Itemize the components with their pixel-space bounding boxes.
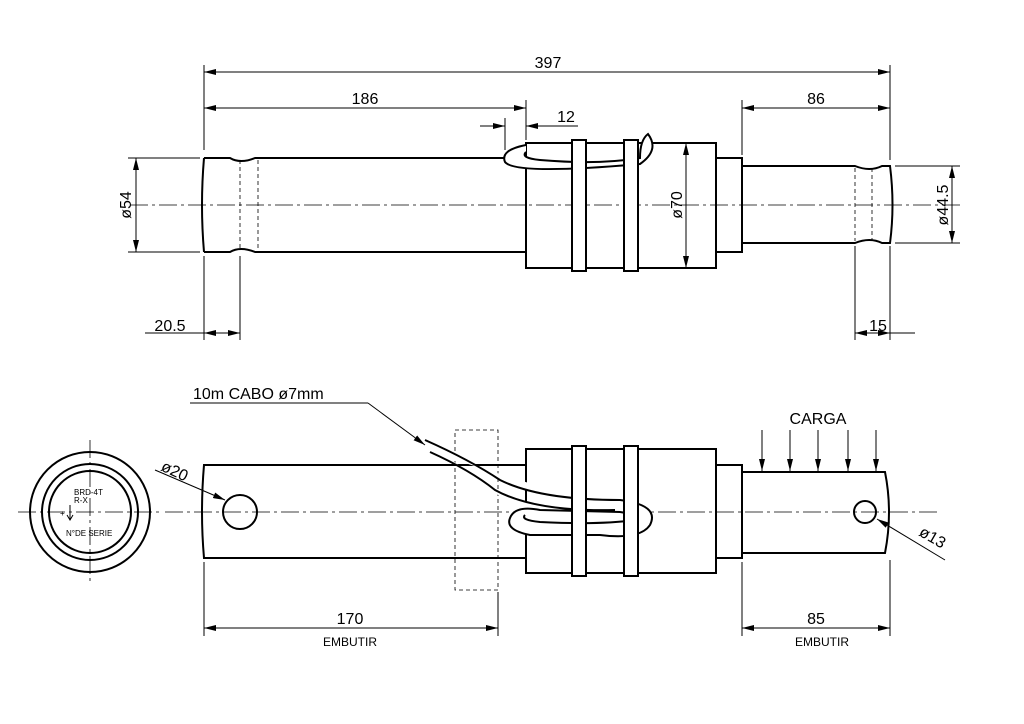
serial-label: N°DE SERIE <box>66 529 112 538</box>
dim-collar-diameter: ø70 <box>669 191 686 219</box>
right-shaft <box>742 165 894 244</box>
right-shaft <box>742 471 890 554</box>
dim-right-diameter: ø44.5 <box>935 184 952 225</box>
strap <box>571 139 587 272</box>
strap <box>623 139 639 272</box>
dim-right-groove: 15 <box>869 318 887 335</box>
left-shaft <box>201 157 526 253</box>
dim-right-hole: ø13 <box>916 524 948 553</box>
cable-label: 10m CABO ø7mm <box>193 386 324 403</box>
dim-overall-length: 397 <box>535 55 562 72</box>
arrow-down-icon <box>66 505 74 521</box>
load-label: CARGA <box>790 411 847 428</box>
right-hole <box>853 500 877 524</box>
dim-right-shaft: 86 <box>807 91 825 108</box>
strap <box>623 445 639 577</box>
type-label: R-X <box>74 496 88 505</box>
cable-loop <box>503 132 654 170</box>
cable <box>424 439 653 538</box>
model-label: BRD-4T <box>74 488 103 497</box>
dim-right-embed: 85 <box>807 611 825 628</box>
dim-left-groove: 20.5 <box>154 318 185 335</box>
right-embed-label: EMBUTIR <box>795 635 849 649</box>
step <box>715 464 743 559</box>
step <box>715 157 743 253</box>
strap <box>571 445 587 577</box>
dim-cable-offset: 12 <box>557 109 575 126</box>
left-hole <box>222 494 258 530</box>
dim-left-hole: ø20 <box>158 458 190 485</box>
top-view: 397 186 12 86 ø54 ø70 ø44.5 20.5 15 <box>118 55 960 340</box>
dim-left-embed: 170 <box>337 611 364 628</box>
embed-line <box>454 429 499 591</box>
plus-mark: + <box>60 509 65 518</box>
left-embed-label: EMBUTIR <box>323 635 377 649</box>
dim-left-shaft: 186 <box>352 91 379 108</box>
load-arrows <box>759 430 879 471</box>
left-shaft <box>201 464 526 559</box>
dim-left-diameter: ø54 <box>118 191 135 219</box>
end-view: BRD-4T R-X + N°DE SERIE <box>18 440 162 584</box>
front-view: 10m CABO ø7mm CARGA ø20 ø13 170 EMBUTIR … <box>154 386 948 649</box>
